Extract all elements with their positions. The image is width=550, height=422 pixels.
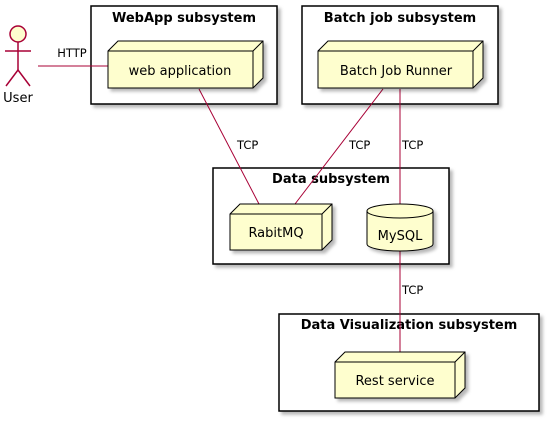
package-data-title: Data subsystem: [272, 172, 390, 187]
node-rabbitmq-label: RabitMQ: [248, 226, 303, 241]
edge-batch-rabbit: [294, 88, 384, 205]
node-rabbitmq: [229, 203, 333, 251]
node-mysql-label: MySQL: [378, 229, 423, 244]
node-webapp: [107, 40, 264, 89]
node-rest-service-label: Rest service: [355, 374, 434, 389]
edge-webapp-rabbit: [198, 88, 260, 205]
node-webapp-label: web application: [129, 64, 232, 79]
edge-label-batch-mysql: TCP: [401, 138, 423, 152]
edges: [38, 65, 401, 352]
node-batch-label: Batch Job Runner: [340, 64, 453, 79]
package-viz-title: Data Visualization subsystem: [301, 318, 518, 333]
edge-label-batch-rabbit: TCP: [348, 138, 370, 152]
actor-user: [5, 25, 31, 87]
node-batch: [317, 40, 484, 89]
edge-label-mysql-rest: TCP: [401, 283, 423, 297]
actor-head: [9, 25, 27, 43]
node-mysql: [366, 203, 434, 252]
package-batch-title: Batch job subsystem: [324, 11, 476, 26]
package-webapp-title: WebApp subsystem: [112, 11, 256, 26]
edge-label-webapp-rabbit: TCP: [236, 138, 258, 152]
node-rest-service: [334, 351, 466, 399]
edge-label-http: HTTP: [57, 46, 86, 60]
actor-user-label: User: [3, 91, 33, 106]
